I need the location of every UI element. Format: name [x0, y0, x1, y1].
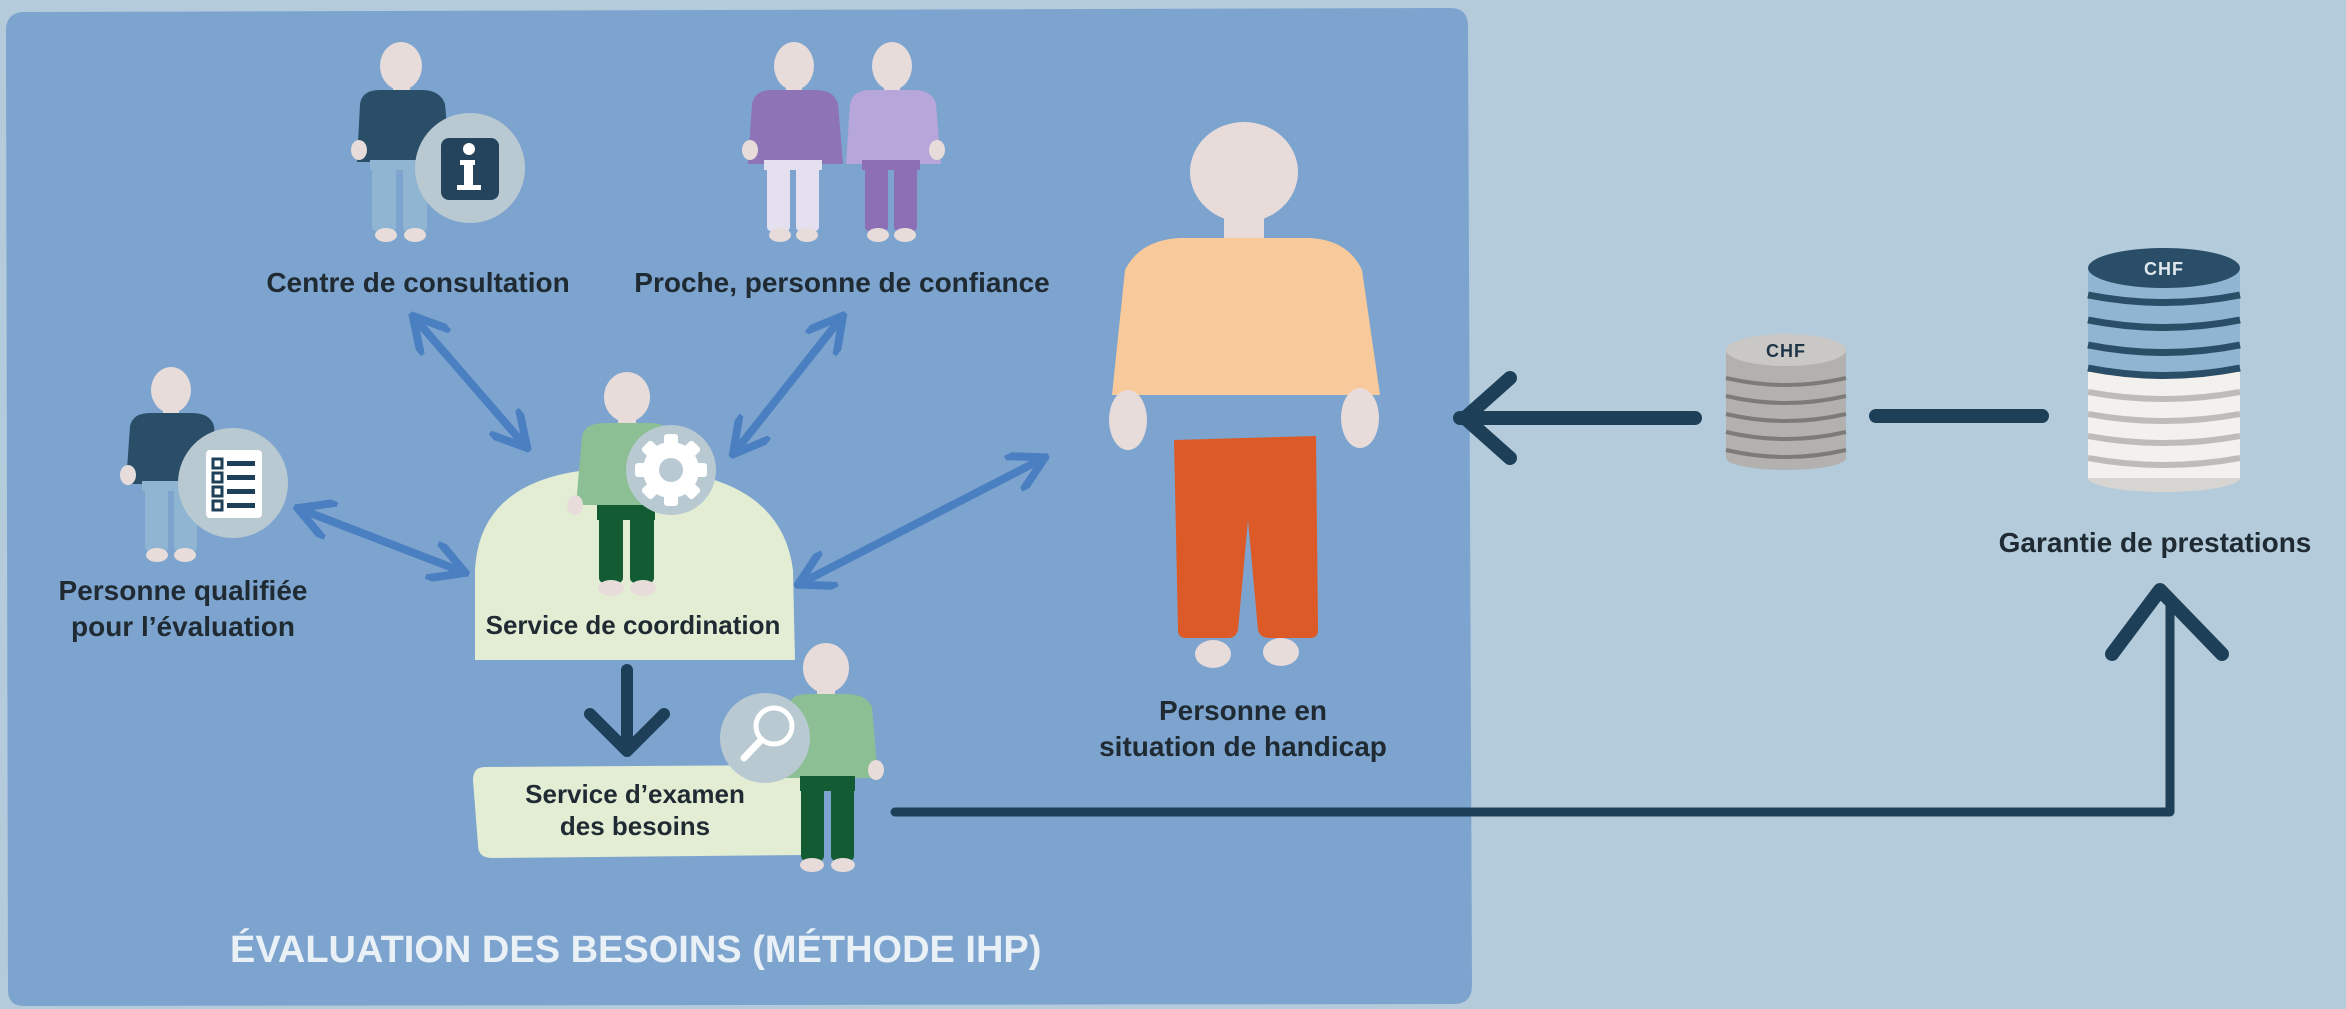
proche-person-1 [742, 42, 843, 242]
relation-arrows [305, 322, 1038, 581]
arrow-coordination-examen [584, 664, 670, 757]
panel-title: ÉVALUATION DES BESOINS (MÉTHODE IHP) [230, 927, 1041, 971]
garantie-label: Garantie de prestations [1999, 527, 2312, 558]
qualifiee-label-line2: pour l’évaluation [71, 611, 295, 642]
examen-box [473, 765, 818, 858]
consultation-label: Centre de consultation [266, 267, 569, 298]
proche-person-2 [846, 42, 945, 242]
arrow-coins-to-personne [1453, 371, 1702, 465]
personne-label-line2: situation de handicap [1099, 731, 1387, 762]
coin-small-label: CHF [1766, 341, 1806, 361]
coin-stack-large: CHF [2087, 248, 2241, 492]
coordination-label: Service de coordination [486, 610, 781, 640]
qualifiee-label-line1: Personne qualifiée [59, 575, 308, 606]
proche-label: Proche, personne de confiance [634, 267, 1049, 298]
arrow-qualifiee-coordination [305, 511, 458, 570]
examen-label-line2: des besoins [560, 811, 710, 841]
info-icon [415, 113, 525, 223]
examen-label-line1: Service d’examen [525, 779, 745, 809]
coin-large-label: CHF [2144, 259, 2184, 279]
examen-person [785, 643, 884, 872]
gear-icon [626, 425, 716, 515]
arrow-proche-coordination [738, 322, 838, 448]
personne-label-line1: Personne en [1159, 695, 1327, 726]
arrow-consultation-coordination [418, 322, 522, 442]
coin-stack-small: CHF [1725, 334, 1847, 470]
central-person [1109, 122, 1380, 668]
magnifier-icon [720, 693, 810, 783]
checklist-icon [178, 428, 288, 538]
arrow-personne-coordination [805, 461, 1038, 581]
arrow-examen-to-garantie [890, 583, 2229, 817]
